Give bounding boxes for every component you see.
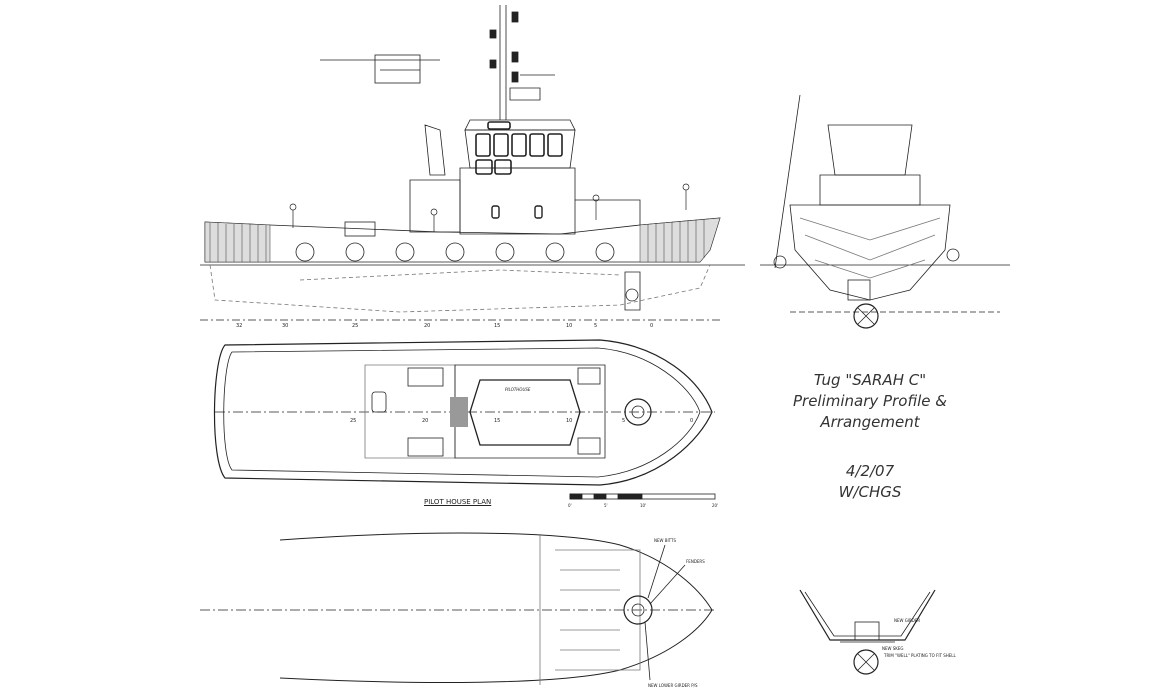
frame-label: 32: [236, 323, 242, 329]
bitt-plan: [624, 398, 652, 426]
frame-label: 20: [424, 323, 430, 329]
crew-figures: [289, 183, 690, 232]
hull-section: [789, 204, 951, 301]
scale-tick: 10': [640, 503, 646, 508]
frame-label: 30: [282, 323, 288, 329]
frame-label: 25: [352, 323, 358, 329]
frame-label: 20: [422, 418, 428, 424]
profile-view: [200, 5, 745, 321]
frame-label: 10: [566, 418, 572, 424]
pilot-house-plan-label: PILOT HOUSE PLAN: [424, 498, 492, 506]
title-block: Tug "SARAH C" Preliminary Profile & Arra…: [770, 370, 970, 503]
main-deck-plan-view: [200, 532, 715, 685]
frame-label: 10: [566, 323, 572, 329]
callout-new-skeg: NEW SKEG: [882, 646, 904, 651]
frame-label: 5: [594, 323, 597, 329]
callout-fenders: FENDERS: [686, 559, 705, 564]
hull-underwater: [209, 264, 711, 313]
aft-house: [409, 179, 461, 233]
deck-callouts: NEW BITTS FENDERS NEW LOWER GIRDER P/S: [648, 538, 705, 688]
pilothouse-windows: [475, 121, 563, 175]
heel-line: [774, 94, 801, 269]
house-section: [819, 174, 921, 206]
callout-trim-wells: TRIM "WELL" PLATING TO FIT SHELL: [883, 653, 957, 658]
body-plan-view: [760, 94, 1010, 329]
propeller: [853, 303, 879, 329]
title-line-3: Arrangement: [820, 413, 920, 431]
revision-note: W/CHGS: [838, 483, 902, 501]
scale-bar: [569, 493, 716, 500]
profile-frame-numbers: 32 30 25 20 15 10 5 0: [236, 323, 653, 329]
frame-label: 15: [494, 323, 500, 329]
pilothouse: [464, 129, 576, 169]
plan-frame-numbers: 25 20 15 10 5 0: [350, 418, 693, 424]
main-house: [459, 167, 576, 235]
side-tires: [295, 242, 615, 262]
exhaust-stack: [424, 124, 446, 176]
section-callouts: NEW GIRDER NEW SKEG TRIM "WELL" PLATING …: [882, 618, 957, 658]
pilot-house-plan-view: [213, 339, 715, 486]
callout-new-bitts: NEW BITTS: [654, 538, 676, 543]
frame-label: 5: [622, 418, 625, 424]
callout-new-girder: NEW GIRDER: [894, 618, 920, 623]
frame-label: 15: [494, 418, 500, 424]
mast: [320, 5, 555, 120]
title-line-2: Preliminary Profile &: [792, 392, 947, 410]
title-line-1: Tug "SARAH C": [813, 371, 927, 389]
pilothouse-section: [827, 124, 913, 176]
frame-label: 0: [650, 323, 653, 329]
drawing-date: 4/2/07: [845, 462, 895, 480]
pilothouse-label: PILOTHOUSE: [505, 387, 531, 392]
pilothouse-room: [469, 379, 581, 446]
propeller-detail: [853, 649, 879, 675]
scale-bar-labels: 0' 5' 10' 20': [568, 503, 718, 508]
callout-new-lower-girder: NEW LOWER GIRDER P/S: [648, 683, 698, 688]
deck-outline: [213, 339, 713, 486]
scale-tick: 20': [712, 503, 718, 508]
bow-fender: [639, 217, 721, 263]
scale-tick: 0': [568, 503, 572, 508]
scale-tick: 5': [604, 503, 608, 508]
stern-fender: [204, 221, 271, 263]
deck-edge: [279, 532, 713, 684]
frame-label: 0: [690, 418, 693, 424]
section-detail-view: [799, 589, 936, 675]
bitt-deck: [623, 595, 653, 625]
frame-label: 25: [350, 418, 356, 424]
